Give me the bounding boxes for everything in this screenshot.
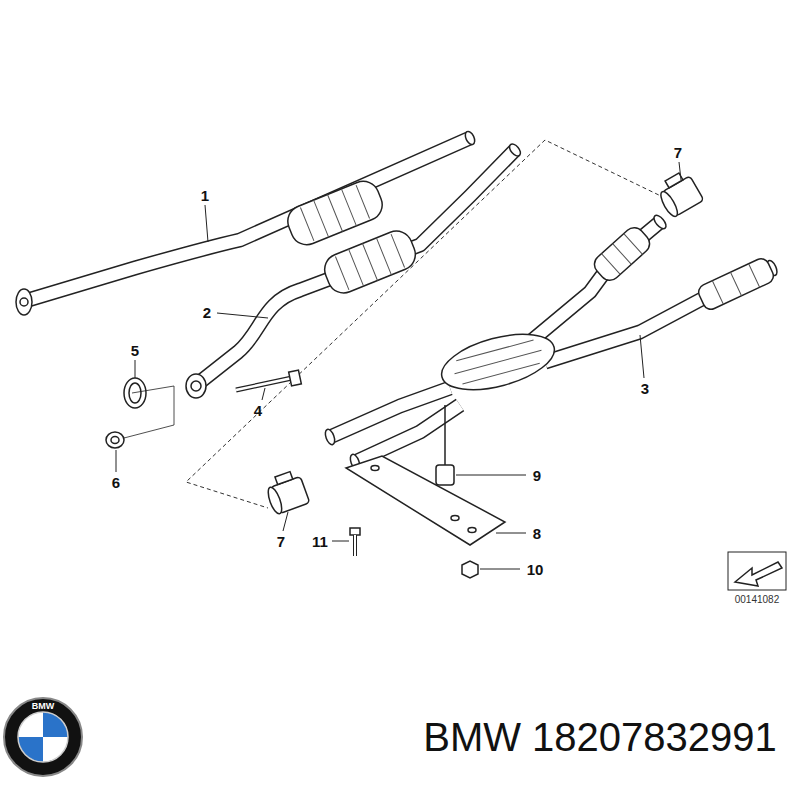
- pipe-outline: [28, 138, 772, 462]
- pipe-end: [324, 130, 780, 471]
- catalytic-converter: [283, 176, 776, 400]
- callout-number: 3: [641, 381, 649, 396]
- callout-number: 11: [312, 534, 328, 549]
- group-outline: [186, 140, 665, 508]
- callout-number: 2: [203, 305, 211, 320]
- drawing-number: 00141082: [735, 595, 780, 605]
- callout-number: 4: [254, 403, 262, 418]
- bracket: [346, 405, 505, 578]
- callout-number: 1: [201, 188, 209, 203]
- pipe-fill: [28, 138, 772, 462]
- callout-number: 5: [131, 343, 139, 358]
- leader-line: [116, 162, 681, 569]
- callout-number: 7: [674, 145, 682, 160]
- callout-number: 10: [527, 562, 544, 577]
- callout-number: 8: [533, 526, 541, 541]
- fasteners: [106, 370, 301, 448]
- pipe-flange: [16, 289, 206, 398]
- part-number: BMW 18207832991: [423, 717, 777, 757]
- direction-icon: [728, 552, 786, 590]
- logo-text: BMW: [32, 702, 55, 711]
- callout-number: 7: [277, 534, 285, 549]
- callout-number: 6: [112, 475, 120, 490]
- callout-number: 9: [533, 468, 541, 483]
- brand-logo: [4, 698, 82, 776]
- pipe-clamp: [263, 169, 704, 515]
